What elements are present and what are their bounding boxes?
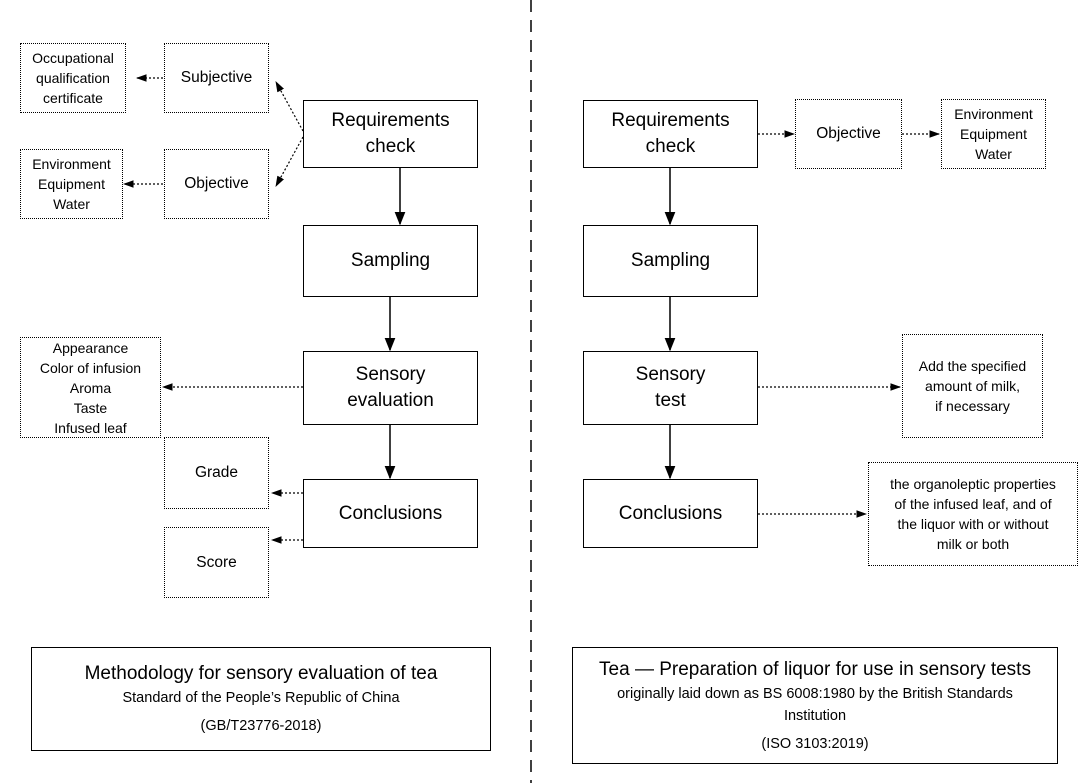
attribute-aroma: Aroma [69, 379, 112, 396]
requirements-line-1: Requirements [331, 110, 450, 131]
grade-label: Grade [194, 464, 239, 481]
caption-left: Methodology for sensory evaluation of te… [31, 647, 491, 751]
subjective-box: Subjective [164, 43, 269, 113]
environment-box-right: Environment Equipment Water [941, 99, 1046, 169]
sampling-box-right: Sampling [583, 225, 758, 297]
sensory-evaluation-box: Sensory evaluation [303, 351, 478, 425]
requirements-check-box-left: Requirements check [303, 100, 478, 168]
environment-right-line-1: Environment [954, 106, 1033, 122]
conclusions-box-left: Conclusions [303, 479, 478, 548]
sampling-label-left: Sampling [350, 250, 431, 271]
sensory-evaluation-line-2: evaluation [347, 390, 434, 411]
requirements-right-line-2: check [645, 136, 696, 157]
conclusions-box-right: Conclusions [583, 479, 758, 548]
requirements-right-line-1: Requirements [611, 110, 730, 131]
attributes-box: Appearance Color of infusion Aroma Taste… [20, 337, 161, 438]
score-box: Score [164, 527, 269, 598]
occupational-line-2: qualification [36, 70, 110, 86]
sampling-label-right: Sampling [630, 250, 711, 271]
arrow-requirements-to-objective [275, 136, 304, 187]
attribute-appearance: Appearance [52, 339, 129, 356]
properties-line-3: the liquor with or without [897, 516, 1049, 532]
sensory-test-box: Sensory test [583, 351, 758, 425]
environment-right-line-3: Water [975, 146, 1012, 162]
caption-right-subtitle-line-1: originally laid down as BS 6008:1980 by … [617, 685, 1013, 702]
score-label: Score [196, 553, 237, 571]
attribute-taste: Taste [73, 399, 108, 416]
objective-label-left: Objective [184, 175, 249, 192]
properties-line-4: milk or both [936, 536, 1010, 552]
milk-note-box: Add the specified amount of milk, if nec… [902, 334, 1043, 438]
objective-label-right: Objective [816, 125, 881, 142]
milk-note-line-3: if necessary [935, 398, 1010, 414]
requirements-check-box-right: Requirements check [583, 100, 758, 168]
sensory-evaluation-line-1: Sensory [355, 364, 426, 385]
attribute-color: Color of infusion [39, 359, 142, 376]
environment-line-1: Environment [32, 156, 111, 172]
caption-left-title: Methodology for sensory evaluation of te… [84, 663, 438, 684]
attribute-infused-leaf: Infused leaf [54, 419, 127, 436]
subjective-label: Subjective [180, 69, 253, 86]
objective-box-right: Objective [795, 99, 902, 169]
occupational-qualification-box: Occupational qualification certificate [20, 43, 126, 113]
properties-line-2: of the infused leaf, and of [894, 496, 1052, 512]
environment-box-left: Environment Equipment Water [20, 149, 123, 219]
conclusions-label-left: Conclusions [338, 502, 443, 524]
caption-right-code: (ISO 3103:2019) [761, 735, 869, 752]
occupational-line-1: Occupational [32, 50, 114, 66]
caption-right-title: Tea — Preparation of liquor for use in s… [599, 658, 1031, 680]
milk-note-line-1: Add the specified [918, 358, 1027, 374]
arrow-requirements-to-subjective [275, 81, 304, 132]
conclusions-label-right: Conclusions [618, 502, 723, 524]
caption-right-subtitle-line-2: Institution [783, 707, 847, 724]
objective-box-left: Objective [164, 149, 269, 219]
environment-line-3: Water [53, 196, 90, 212]
environment-line-2: Equipment [38, 176, 105, 192]
grade-box: Grade [164, 437, 269, 509]
properties-note-box: the organoleptic properties of the infus… [868, 462, 1078, 566]
caption-right: Tea — Preparation of liquor for use in s… [572, 647, 1058, 764]
caption-left-subtitle: Standard of the People’s Republic of Chi… [122, 690, 400, 706]
sampling-box-left: Sampling [303, 225, 478, 297]
properties-line-1: the organoleptic properties [890, 476, 1056, 492]
sensory-test-line-2: test [655, 390, 686, 411]
milk-note-line-2: amount of milk, [925, 378, 1020, 394]
environment-right-line-2: Equipment [960, 126, 1027, 142]
requirements-line-2: check [365, 136, 416, 157]
sensory-test-line-1: Sensory [635, 364, 706, 385]
occupational-line-3: certificate [43, 90, 103, 106]
caption-left-code: (GB/T23776-2018) [200, 718, 322, 734]
